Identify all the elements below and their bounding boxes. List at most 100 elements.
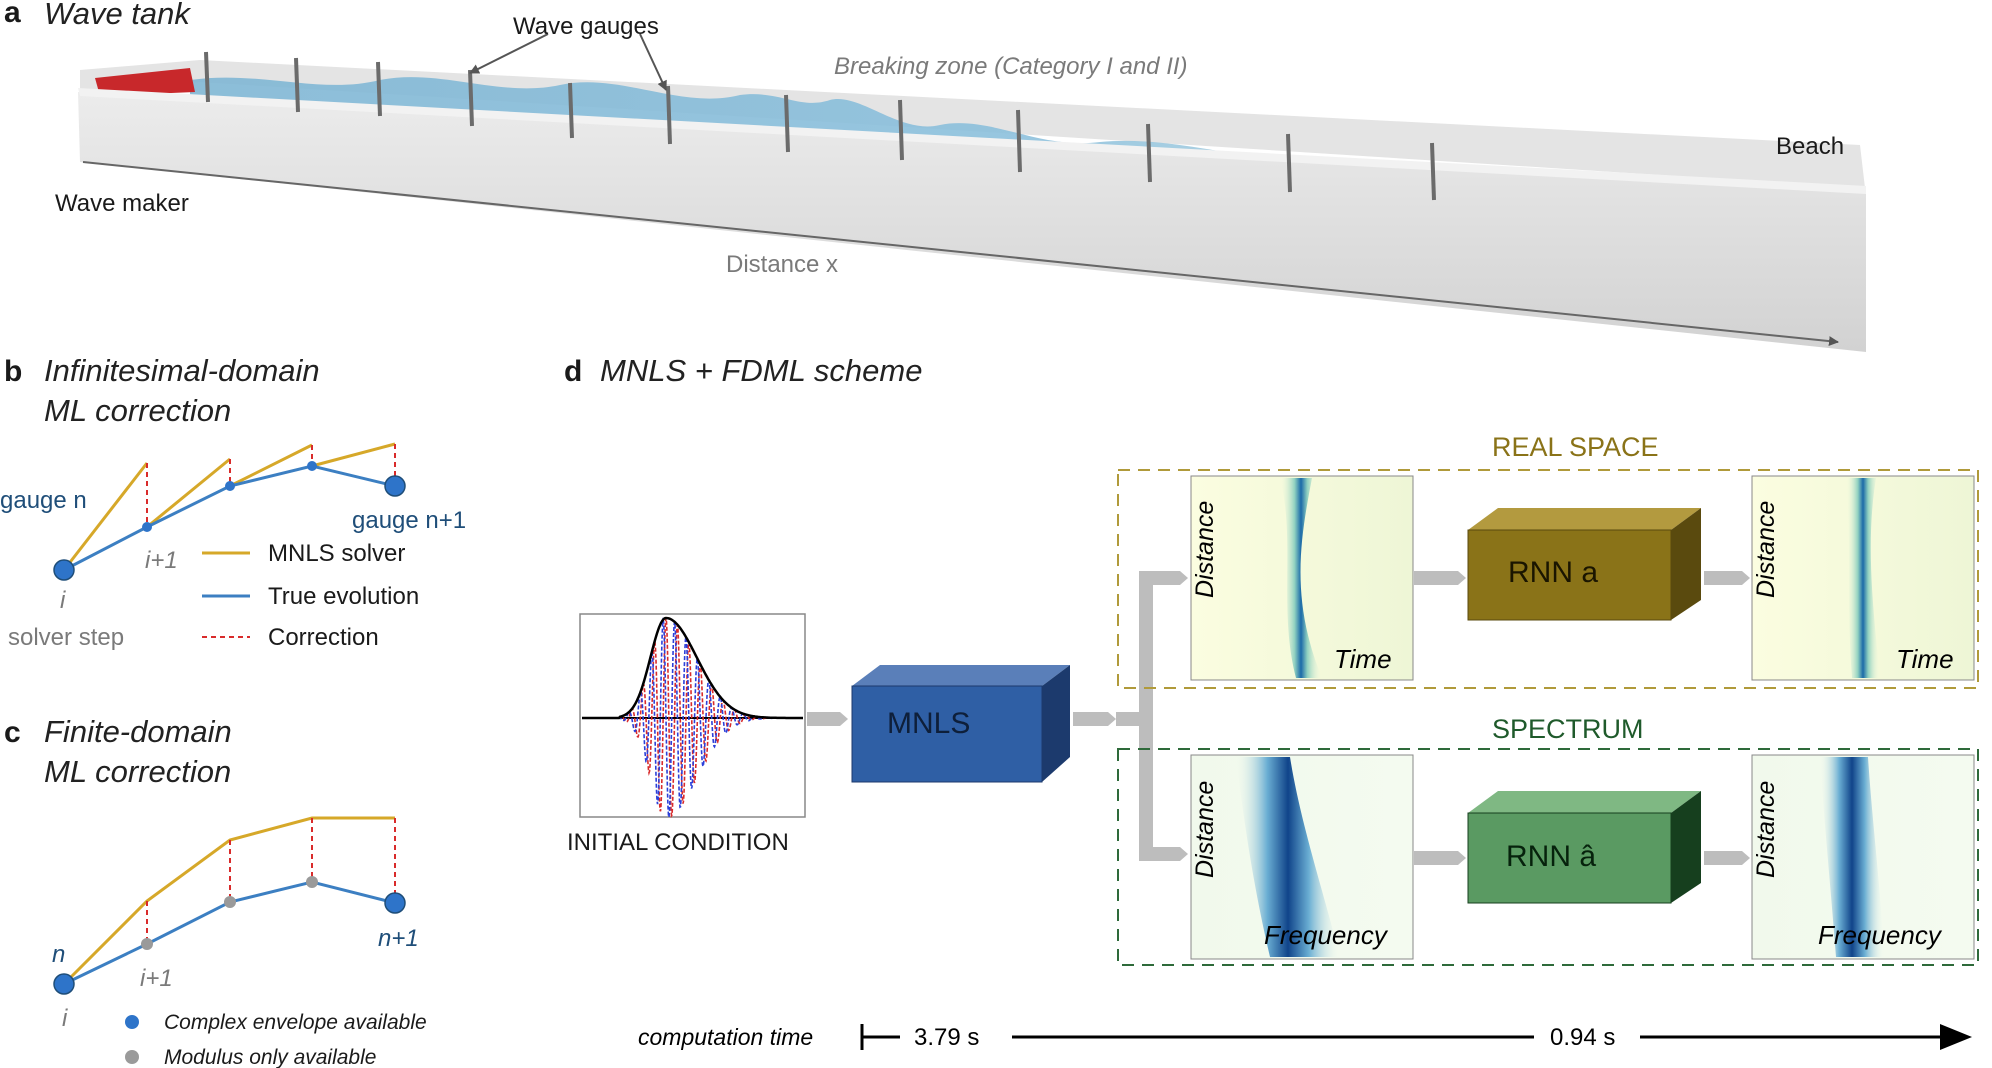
rnn-a-box: RNN a [1467,508,1701,621]
connector-to-real-space [1139,571,1188,585]
connector-from-rnn-hat [1704,851,1750,865]
wave-gauge-rods [204,51,1436,201]
i-label: i [62,1005,68,1032]
gauge-rod [1146,123,1152,183]
gauge-arrow-left [469,33,549,74]
i-label: i [60,587,66,614]
wave-maker-paddle [95,68,195,96]
rnn-hat-box-front [1467,812,1672,904]
rnn-hat-label: RNN â [1506,840,1596,873]
connector-split-hub [1116,712,1146,726]
panel-b-legend: MNLS solver True evolution Correction [202,540,419,651]
frequency-axis-label: Frequency [1264,920,1389,950]
mnls-solver-path [62,442,396,571]
rnn-a-box-front [1467,529,1672,621]
connector-ic-to-mnls [807,712,848,726]
spectrum-plot-input: Distance Frequency [1190,754,1414,960]
legend-mnls-solver: MNLS solver [268,540,405,567]
panel-a-title: Wave tank [44,0,191,31]
spectrum-label: SPECTRUM [1492,714,1644,744]
i1-label: i+1 [140,965,173,992]
beach-label: Beach [1776,133,1844,160]
panel-d: d MNLS + FDML scheme INITIAL CONDITION [564,353,1979,1051]
initial-condition-label: INITIAL CONDITION [567,829,789,856]
gauge-arrow-right [639,33,667,91]
tank-front-wall [78,92,1866,352]
connector-to-rnn-a [1414,571,1466,585]
wave-maker-label: Wave maker [55,190,189,217]
mnls-box-top [852,665,1070,686]
panel-a-letter: a [4,0,21,29]
tank-rim [78,88,1866,194]
real-space-label: REAL SPACE [1492,432,1659,462]
gauge-rod [568,82,574,139]
rnn-hat-box-side [1671,791,1701,903]
panel-d-title: MNLS + FDML scheme [600,353,922,388]
modulus-point [224,896,236,908]
rnn-hat-box-top [1468,791,1701,813]
flow-connectors [807,571,1750,865]
mnls-box: MNLS [851,665,1070,783]
gauge-rod [376,61,382,117]
distance-axis-label: Distance [1191,501,1219,598]
gauge-rod [1430,142,1436,201]
computation-time-fdml: 0.94 s [1550,1024,1615,1051]
breaking-zone-label: Breaking zone (Category I and II) [834,53,1188,80]
correction-lines [146,818,396,944]
panel-c-letter: c [4,716,21,749]
spectrum-plot-output: Distance Frequency [1751,754,1975,960]
connector-vertical-trunk [1139,571,1153,861]
real-space-ridge [1846,478,1880,678]
rnn-a-box-top [1468,508,1701,530]
step-point [142,522,152,532]
n-label: n [52,941,65,968]
gauge-rod [294,57,300,113]
wave-tank-illustration [78,51,1866,352]
rnn-hat-box: RNN â [1467,791,1701,904]
panel-a: a Wave tank [4,0,1866,352]
computation-time-mnls: 3.79 s [914,1024,979,1051]
time-axis-label: Time [1334,644,1392,674]
distance-x-label: Distance x [726,251,838,278]
computation-time-arrowhead [1940,1024,1972,1050]
gauge-rod [468,69,474,127]
legend-dot-modulus [125,1050,139,1064]
wave-gauges-label: Wave gauges [513,13,659,40]
legend-complex-envelope: Complex envelope available [164,1011,427,1034]
rnn-a-box-side [1671,508,1701,620]
gauge-n-point [53,559,75,581]
panel-d-letter: d [564,355,582,388]
n1-label: n+1 [378,925,419,952]
solver-step-label: solver step [8,624,124,651]
gauge-rod [204,51,210,103]
spectrum-ridge [1236,757,1340,957]
distance-axis-label: Distance [1752,501,1780,598]
initial-condition-plot [579,613,806,819]
computation-time-label: computation time [638,1024,813,1050]
real-space-plot-input: Distance Time [1190,475,1414,681]
panel-c: c Finite-domain ML correction n n+1 i i+… [4,714,427,1068]
spectrum-ridge [1820,757,1884,957]
i1-label: i+1 [145,547,178,574]
frequency-axis-label: Frequency [1818,920,1943,950]
rnn-a-label: RNN a [1508,556,1598,589]
connector-to-rnn-hat [1414,851,1466,865]
spectrum-region [1117,748,1979,966]
gauge-n1-point [384,892,406,914]
panel-c-legend: Complex envelope available Modulus only … [125,1011,427,1068]
distance-axis-label: Distance [1752,781,1780,878]
step-point [307,461,317,471]
panel-b: b Infinitesimal-domain ML correction gau… [0,353,466,651]
real-space-ridge [1280,478,1322,678]
time-axis-label: Time [1896,644,1954,674]
gauge-rod [666,85,672,145]
gauge-rod [1286,133,1292,193]
wavepacket-envelope [582,616,803,720]
real-space-region [1117,469,1979,689]
gauge-rod [784,94,790,153]
legend-correction: Correction [268,624,379,651]
mnls-box-side [1042,665,1070,782]
real-space-plot-output: Distance Time [1751,475,1975,681]
gauge-n1-point [384,475,406,497]
